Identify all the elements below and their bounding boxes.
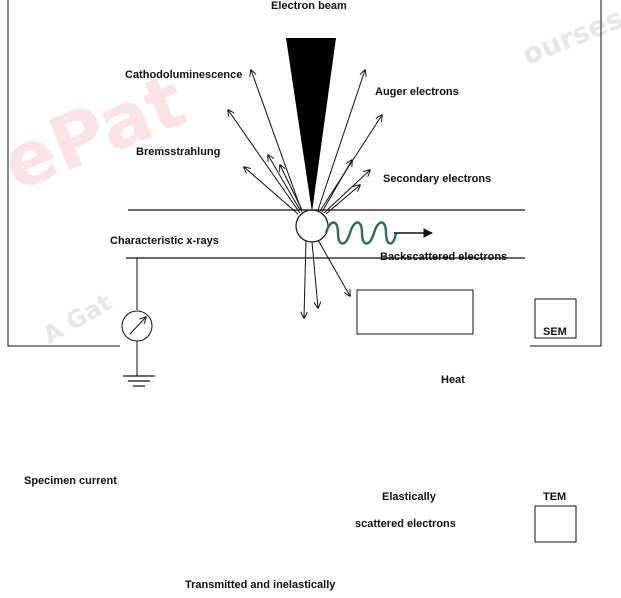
label-elastically: Elastically: [382, 491, 436, 503]
label-characteristic-xrays: Characteristic x-rays: [110, 235, 219, 247]
label-sem: SEM: [543, 326, 567, 338]
label-specimen-current: Specimen current: [24, 475, 117, 487]
label-cathodoluminescence: Cathodoluminescence: [125, 69, 243, 81]
label-auger: Auger electrons: [375, 86, 459, 98]
label-heat: Heat: [441, 374, 465, 386]
tem-box: [534, 505, 577, 543]
frame-outline: [7, 0, 602, 347]
emission-arrows: [228, 70, 382, 215]
label-backscattered: Backscattered electrons: [380, 251, 508, 263]
sem-box: [534, 298, 577, 339]
electron-beam: [286, 38, 336, 212]
detector-box: [356, 289, 474, 335]
coil-icon: [324, 221, 433, 245]
label-tem: TEM: [543, 491, 567, 503]
ground-icon: [123, 375, 155, 387]
interaction-volume: [295, 209, 329, 243]
label-transmitted: Transmitted and inelastically: [185, 579, 336, 591]
label-bremsstrahlung: Bremsstrahlung: [136, 146, 221, 158]
label-secondary: Secondary electrons: [383, 173, 492, 185]
beam-label: Electron beam: [271, 0, 347, 12]
transmitted-arrows: [304, 239, 350, 318]
ammeter-circuit: [121, 258, 153, 376]
label-scattered-electrons: scattered electrons: [355, 518, 456, 530]
